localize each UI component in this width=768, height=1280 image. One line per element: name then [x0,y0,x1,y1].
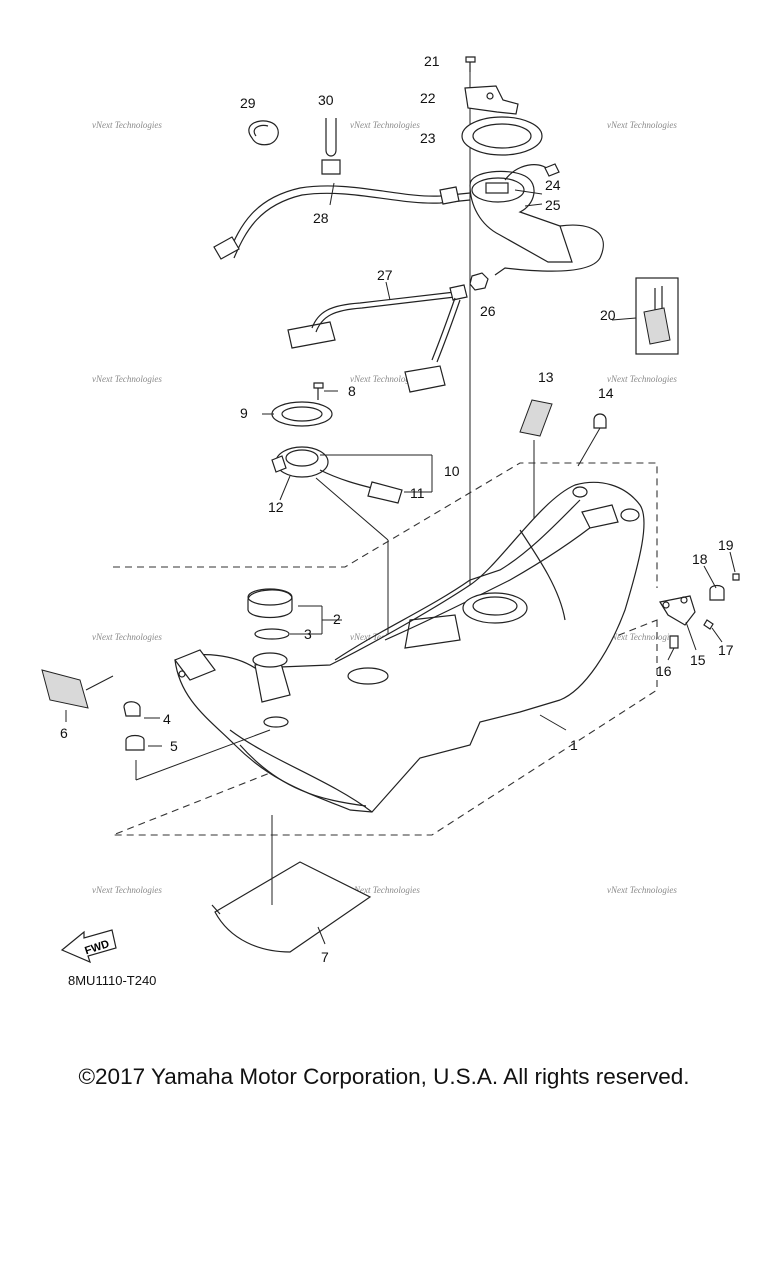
part-number: 1 [570,737,578,753]
part-6-pad [41,669,114,722]
part-24-25-fuel-pump [469,163,604,276]
part-20-sensor [635,277,679,355]
part-number: 27 [377,267,393,283]
part-28-hose [213,185,471,260]
part-number: 15 [690,652,706,668]
part-29-clip [248,120,279,146]
part-27-breather-pipe [287,284,468,393]
part-4-fitting [123,701,160,719]
part-number: 21 [424,53,440,69]
part-number: 22 [420,90,436,106]
watermark: vNext Technologies [92,632,162,642]
part-2-fuel-cap [247,588,342,634]
part-13-label [519,399,553,520]
part-number: 5 [170,738,178,754]
part-1-fuel-tank [174,481,645,813]
watermark: vNext Technologies [350,120,420,130]
part-17-bolt [703,619,723,643]
part-3-o-ring [254,628,322,640]
watermark: vNext Technologies [350,885,420,895]
part-number: 9 [240,405,248,421]
watermark: vNext Technologies [607,120,677,130]
part-number: 25 [545,197,561,213]
fwd-arrow-icon: FWD [60,929,117,964]
part-number: 20 [600,307,616,323]
part-19-bolt [729,551,740,581]
part-number: 7 [321,949,329,965]
leader-lines [262,182,637,731]
part-number: 8 [348,383,356,399]
part-15-bracket [659,595,697,651]
part-number: 19 [718,537,734,553]
part-22-bracket [464,85,519,115]
part-14-cap [577,413,607,467]
part-number-labels: 21 22 23 24 25 26 27 28 29 30 20 8 9 10 … [60,53,734,965]
part-16-clip [667,635,679,661]
part-number: 24 [545,177,561,193]
part-number: 14 [598,385,614,401]
part-9-gasket [271,401,333,427]
watermark: vNext Technologies [92,885,162,895]
part-number: 6 [60,725,68,741]
part-number: 30 [318,92,334,108]
watermark: vNext Technologies [92,120,162,130]
part-number: 23 [420,130,436,146]
part-10-12-sender-unit [271,446,433,672]
part-number: 29 [240,95,256,111]
part-number: 17 [718,642,734,658]
watermark: vNext Technologies [607,632,677,642]
part-26-nut [469,272,489,291]
watermark: vNext Technologies [92,374,162,384]
part-number: 13 [538,369,554,385]
assembly-outline [112,462,658,836]
copyright-notice: ©2017 Yamaha Motor Corporation, U.S.A. A… [78,1064,690,1089]
part-number: 11 [410,485,425,501]
part-number: 2 [333,611,341,627]
watermark: vNext Technologies [607,374,677,384]
part-8-bolt [313,382,324,400]
part-number: 18 [692,551,708,567]
part-number: 10 [444,463,460,479]
part-7-cover-sheet [211,815,372,953]
part-23-gasket [461,116,543,156]
part-number: 16 [656,663,672,679]
part-number: 4 [163,711,171,727]
watermark: vNext Technologies [350,374,420,384]
watermark: vNext Technologies [607,885,677,895]
part-21-bolt [465,56,476,72]
part-number: 12 [268,499,284,515]
parts-diagram: vNext Technologies vNext Technologies vN… [41,53,740,965]
part-number: 28 [313,210,329,226]
part-30-clamp [321,118,341,175]
part-18-damper [703,565,725,601]
part-number: 26 [480,303,496,319]
part-number: 3 [304,626,312,642]
diagram-code: 8MU1110-T240 [68,973,157,988]
part-5-grommet [125,729,271,781]
